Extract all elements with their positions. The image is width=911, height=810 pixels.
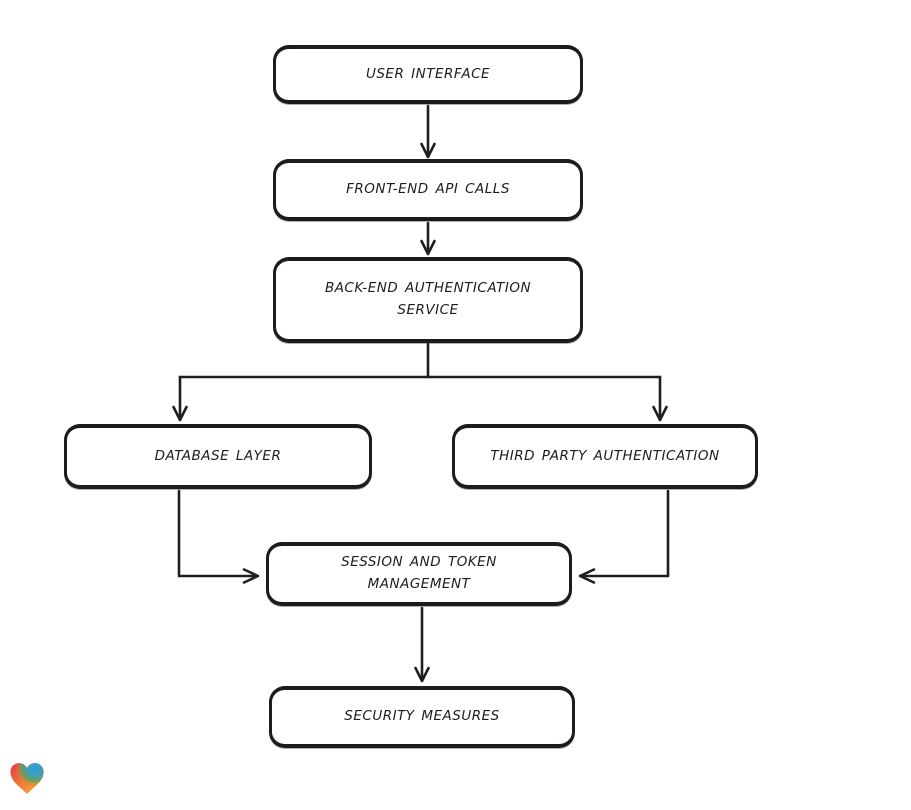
node-front-end-api-calls[interactable]: FRONT-END API CALLS xyxy=(273,159,583,221)
node-database-layer-label: DATABASE LAYER xyxy=(154,447,282,464)
edge-front-end-api-calls-to-back-end-authentication xyxy=(420,221,436,256)
node-third-party-authentication-label: THIRD PARTY AUTHENTICATION xyxy=(490,447,720,464)
edge-back-end-authentication-branch xyxy=(172,342,668,422)
node-front-end-api-calls-label: FRONT-END API CALLS xyxy=(346,181,510,198)
node-database-layer[interactable]: DATABASE LAYER xyxy=(64,424,372,489)
node-back-end-authentication-service-label: BACK-END AUTHENTICATION SERVICE xyxy=(324,280,532,318)
node-session-and-token-management[interactable]: SESSION AND TOKEN MANAGEMENT xyxy=(266,542,572,606)
node-back-end-authentication-service[interactable]: BACK-END AUTHENTICATION SERVICE xyxy=(273,257,583,343)
edge-third-party-auth-to-session-management xyxy=(578,489,670,584)
heart-logo-icon xyxy=(10,763,44,794)
node-third-party-authentication[interactable]: THIRD PARTY AUTHENTICATION xyxy=(452,424,758,489)
node-session-and-token-management-label: SESSION AND TOKEN MANAGEMENT xyxy=(341,554,497,592)
edge-session-management-to-security-measures xyxy=(414,606,430,683)
node-user-interface[interactable]: USER INTERFACE xyxy=(273,45,583,104)
node-user-interface-label: USER INTERFACE xyxy=(365,65,491,82)
node-security-measures[interactable]: SECURITY MEASURES xyxy=(269,686,575,748)
node-security-measures-label: SECURITY MEASURES xyxy=(344,708,500,725)
edge-user-interface-to-front-end-api-calls xyxy=(420,104,436,159)
edge-database-layer-to-session-management xyxy=(177,489,260,584)
